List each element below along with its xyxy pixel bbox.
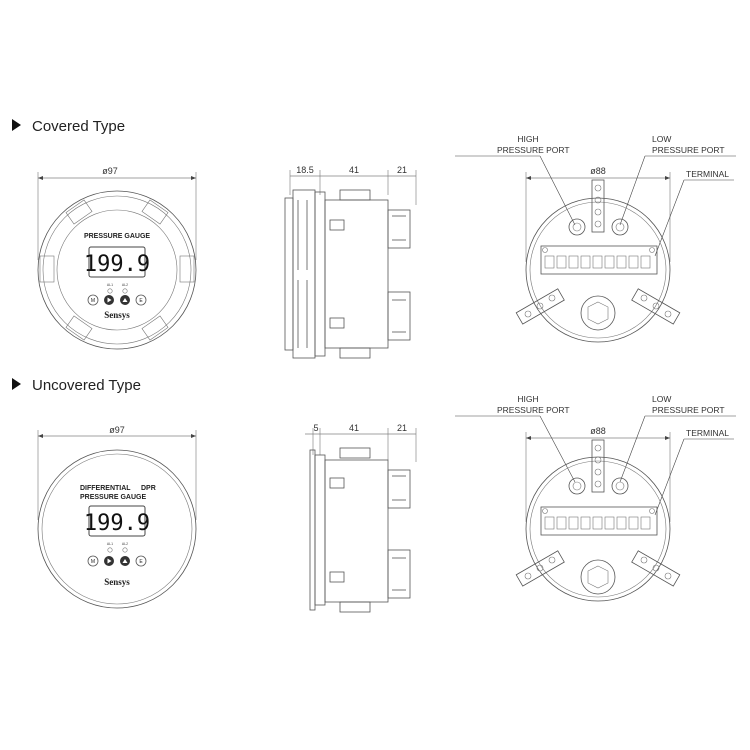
high-port-icon [568,218,586,236]
enter-button [135,555,147,567]
indicator-label-al2: AL2 [122,542,128,546]
back-diameter-label: ø88 [590,166,606,176]
front-view: ø97 PRESSURE GAUGE 199.9 AL1 AL2 M [37,166,197,350]
face-title-line1: DIFFERENTIAL [80,485,131,492]
lcd-display [88,246,146,278]
low-port-label: LOW [652,134,671,144]
svg-text:E: E [139,559,143,565]
outer-bezel [37,190,197,350]
svg-text:M: M [91,559,95,565]
side-view: 5 41 21 [305,423,417,613]
center-fitting [580,559,616,595]
display-value: 199.9 [84,252,150,277]
terminal-label: TERMINAL [686,169,729,179]
low-port-label: PRESSURE PORT [652,145,725,155]
button-row: M E [87,294,147,306]
back-view: ø88 HIGH PRESSURE PORT LOW PRESSURE PORT… [455,394,736,602]
side-dim-bezel: 18.5 [296,165,314,175]
terminal-block [540,506,658,536]
alarm-led-icon [107,547,113,553]
terminal-label: TERMINAL [686,428,729,438]
section-heading: Uncovered Type [32,377,141,394]
uncovered-type-section: Uncovered Type ø97 DIFFERENTIAL DPR PRES… [12,377,736,613]
center-fitting [580,295,616,331]
high-port-label: HIGH [517,134,538,144]
alarm-led-icon [122,288,128,294]
high-port-label: PRESSURE PORT [497,145,570,155]
back-diameter-label: ø88 [590,426,606,436]
svg-text:E: E [139,298,143,304]
front-view: ø97 DIFFERENTIAL DPR PRESSURE GAUGE 199.… [37,425,197,609]
play-icon [107,558,112,564]
low-port-label: LOW [652,394,671,404]
side-dim-body: 41 [349,165,359,175]
lcd-display [88,505,146,537]
button-row: M E [87,555,147,567]
alarm-led-icon [122,547,128,553]
face-model: DPR [141,485,156,492]
mounting-clamps [515,288,681,325]
svg-text:M: M [91,298,95,304]
side-dim-body: 41 [349,423,359,433]
face-title: PRESSURE GAUGE [84,233,150,240]
indicator-label-al1: AL1 [107,283,113,287]
section-heading: Covered Type [32,118,125,135]
high-port-icon [568,477,586,495]
enter-button [135,294,147,306]
play-icon [107,297,112,303]
display-value: 199.9 [84,511,150,536]
mode-button [87,555,99,567]
side-dim-rear: 21 [397,165,407,175]
low-port-icon [611,477,629,495]
brand-logo: Sensys [104,310,130,320]
cover-latches [39,199,195,341]
triangle-up-icon [122,559,128,563]
side-dim-bezel: 5 [313,423,318,433]
mode-button [87,294,99,306]
low-port-icon [611,218,629,236]
side-view: 18.5 41 21 [284,165,417,359]
low-port-label: PRESSURE PORT [652,405,725,415]
terminal-block [540,245,658,275]
face-title-line2: PRESSURE GAUGE [80,494,146,501]
side-dim-rear: 21 [397,423,407,433]
mounting-clamps [515,550,681,587]
front-diameter-label: ø97 [109,425,125,435]
covered-type-section: Covered Type ø97 PRESSURE GAUGE [12,118,736,359]
alarm-led-icon [107,288,113,294]
high-port-label: PRESSURE PORT [497,405,570,415]
brand-logo: Sensys [104,577,130,587]
triangle-up-icon [122,298,128,302]
front-diameter-label: ø97 [102,166,118,176]
indicator-label-al2: AL2 [122,283,128,287]
high-port-label: HIGH [517,394,538,404]
section-bullet-icon [12,119,21,131]
outer-bezel [37,449,197,609]
back-view: ø88 HIGH PRESSURE PORT LOW PRESSURE PORT… [455,134,736,343]
indicator-label-al1: AL1 [107,542,113,546]
section-bullet-icon [12,378,21,390]
